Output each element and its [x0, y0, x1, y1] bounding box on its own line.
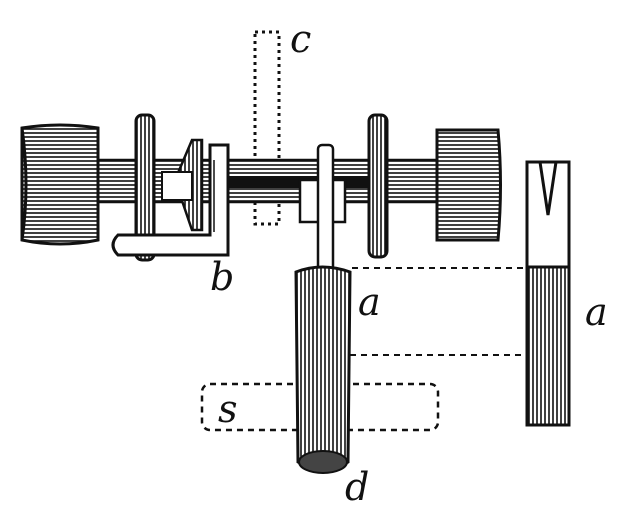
label-s: s: [218, 387, 238, 431]
label-b: b: [210, 255, 234, 299]
label-a-rod: a: [358, 280, 381, 324]
bracket-b: [111, 143, 230, 257]
cylinder-d: [294, 265, 352, 474]
rod: [316, 143, 335, 272]
label-d: d: [345, 465, 369, 509]
label-c: c: [290, 17, 311, 61]
fork-side-view: [525, 160, 571, 427]
right-roller: [435, 128, 502, 242]
right-disk: [367, 113, 389, 259]
dotted-frame-c: [253, 30, 281, 226]
left-roller: [20, 123, 100, 246]
label-a-side: a: [585, 290, 608, 334]
left-disk: [134, 113, 156, 262]
